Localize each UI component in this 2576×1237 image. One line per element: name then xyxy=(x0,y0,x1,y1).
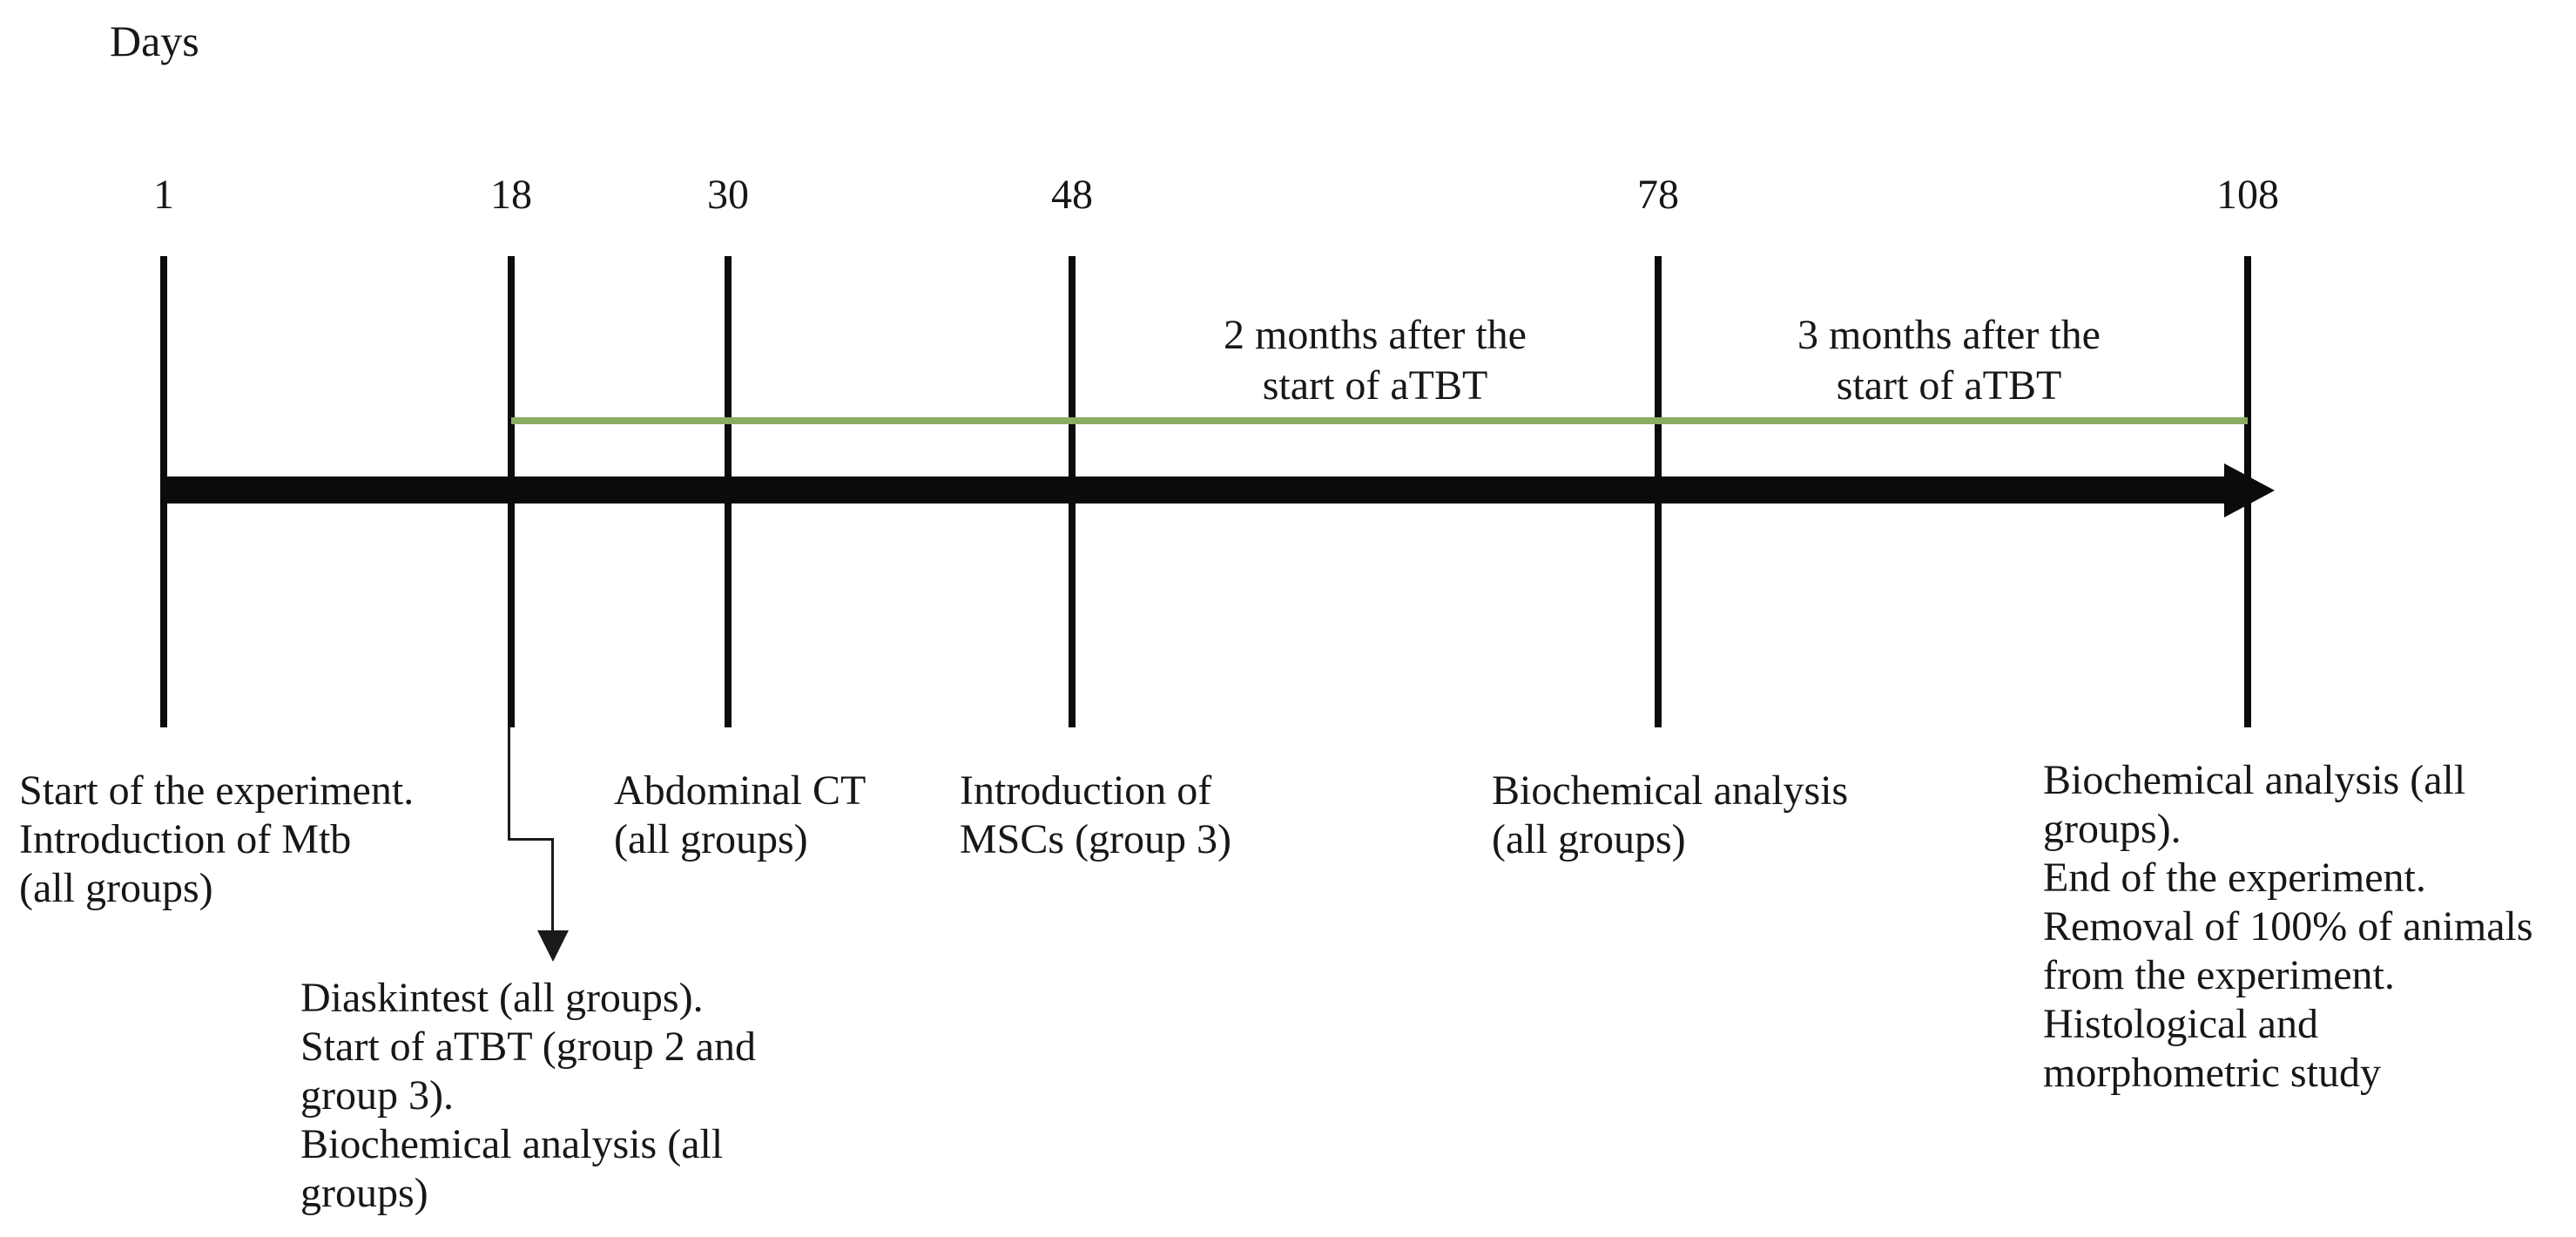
day-label-30: 30 xyxy=(707,172,749,218)
days-axis-label: Days xyxy=(110,17,199,65)
day-label-18: 18 xyxy=(490,172,532,218)
day18-connector-line xyxy=(551,838,554,932)
day18-connector-line xyxy=(508,727,510,841)
day-label-108: 108 xyxy=(2216,172,2279,218)
event-description-day-30: Abdominal CT (all groups) xyxy=(614,767,867,862)
day-label-48: 48 xyxy=(1051,172,1093,218)
day-label-78: 78 xyxy=(1637,172,1679,218)
down-arrowhead-icon xyxy=(537,930,569,962)
period-annotation-2-months: 2 months after the start of aTBT xyxy=(1224,312,1527,409)
event-description-day-108: Biochemical analysis (all groups). End o… xyxy=(2043,757,2533,1096)
event-description-day-18: Diaskintest (all groups). Start of aTBT … xyxy=(300,975,757,1216)
treatment-period-line xyxy=(511,417,2248,424)
day18-connector-line xyxy=(508,838,554,841)
event-description-day-1: Start of the experiment. Introduction of… xyxy=(19,767,415,911)
timeline-arrow-shaft xyxy=(160,477,2226,504)
event-description-day-78: Biochemical analysis (all groups) xyxy=(1492,767,1849,862)
timeline-arrowhead-icon xyxy=(2224,463,2275,517)
day-label-1: 1 xyxy=(153,172,174,218)
period-annotation-3-months: 3 months after the start of aTBT xyxy=(1797,312,2101,409)
event-description-day-48: Introduction of MSCs (group 3) xyxy=(960,767,1232,862)
